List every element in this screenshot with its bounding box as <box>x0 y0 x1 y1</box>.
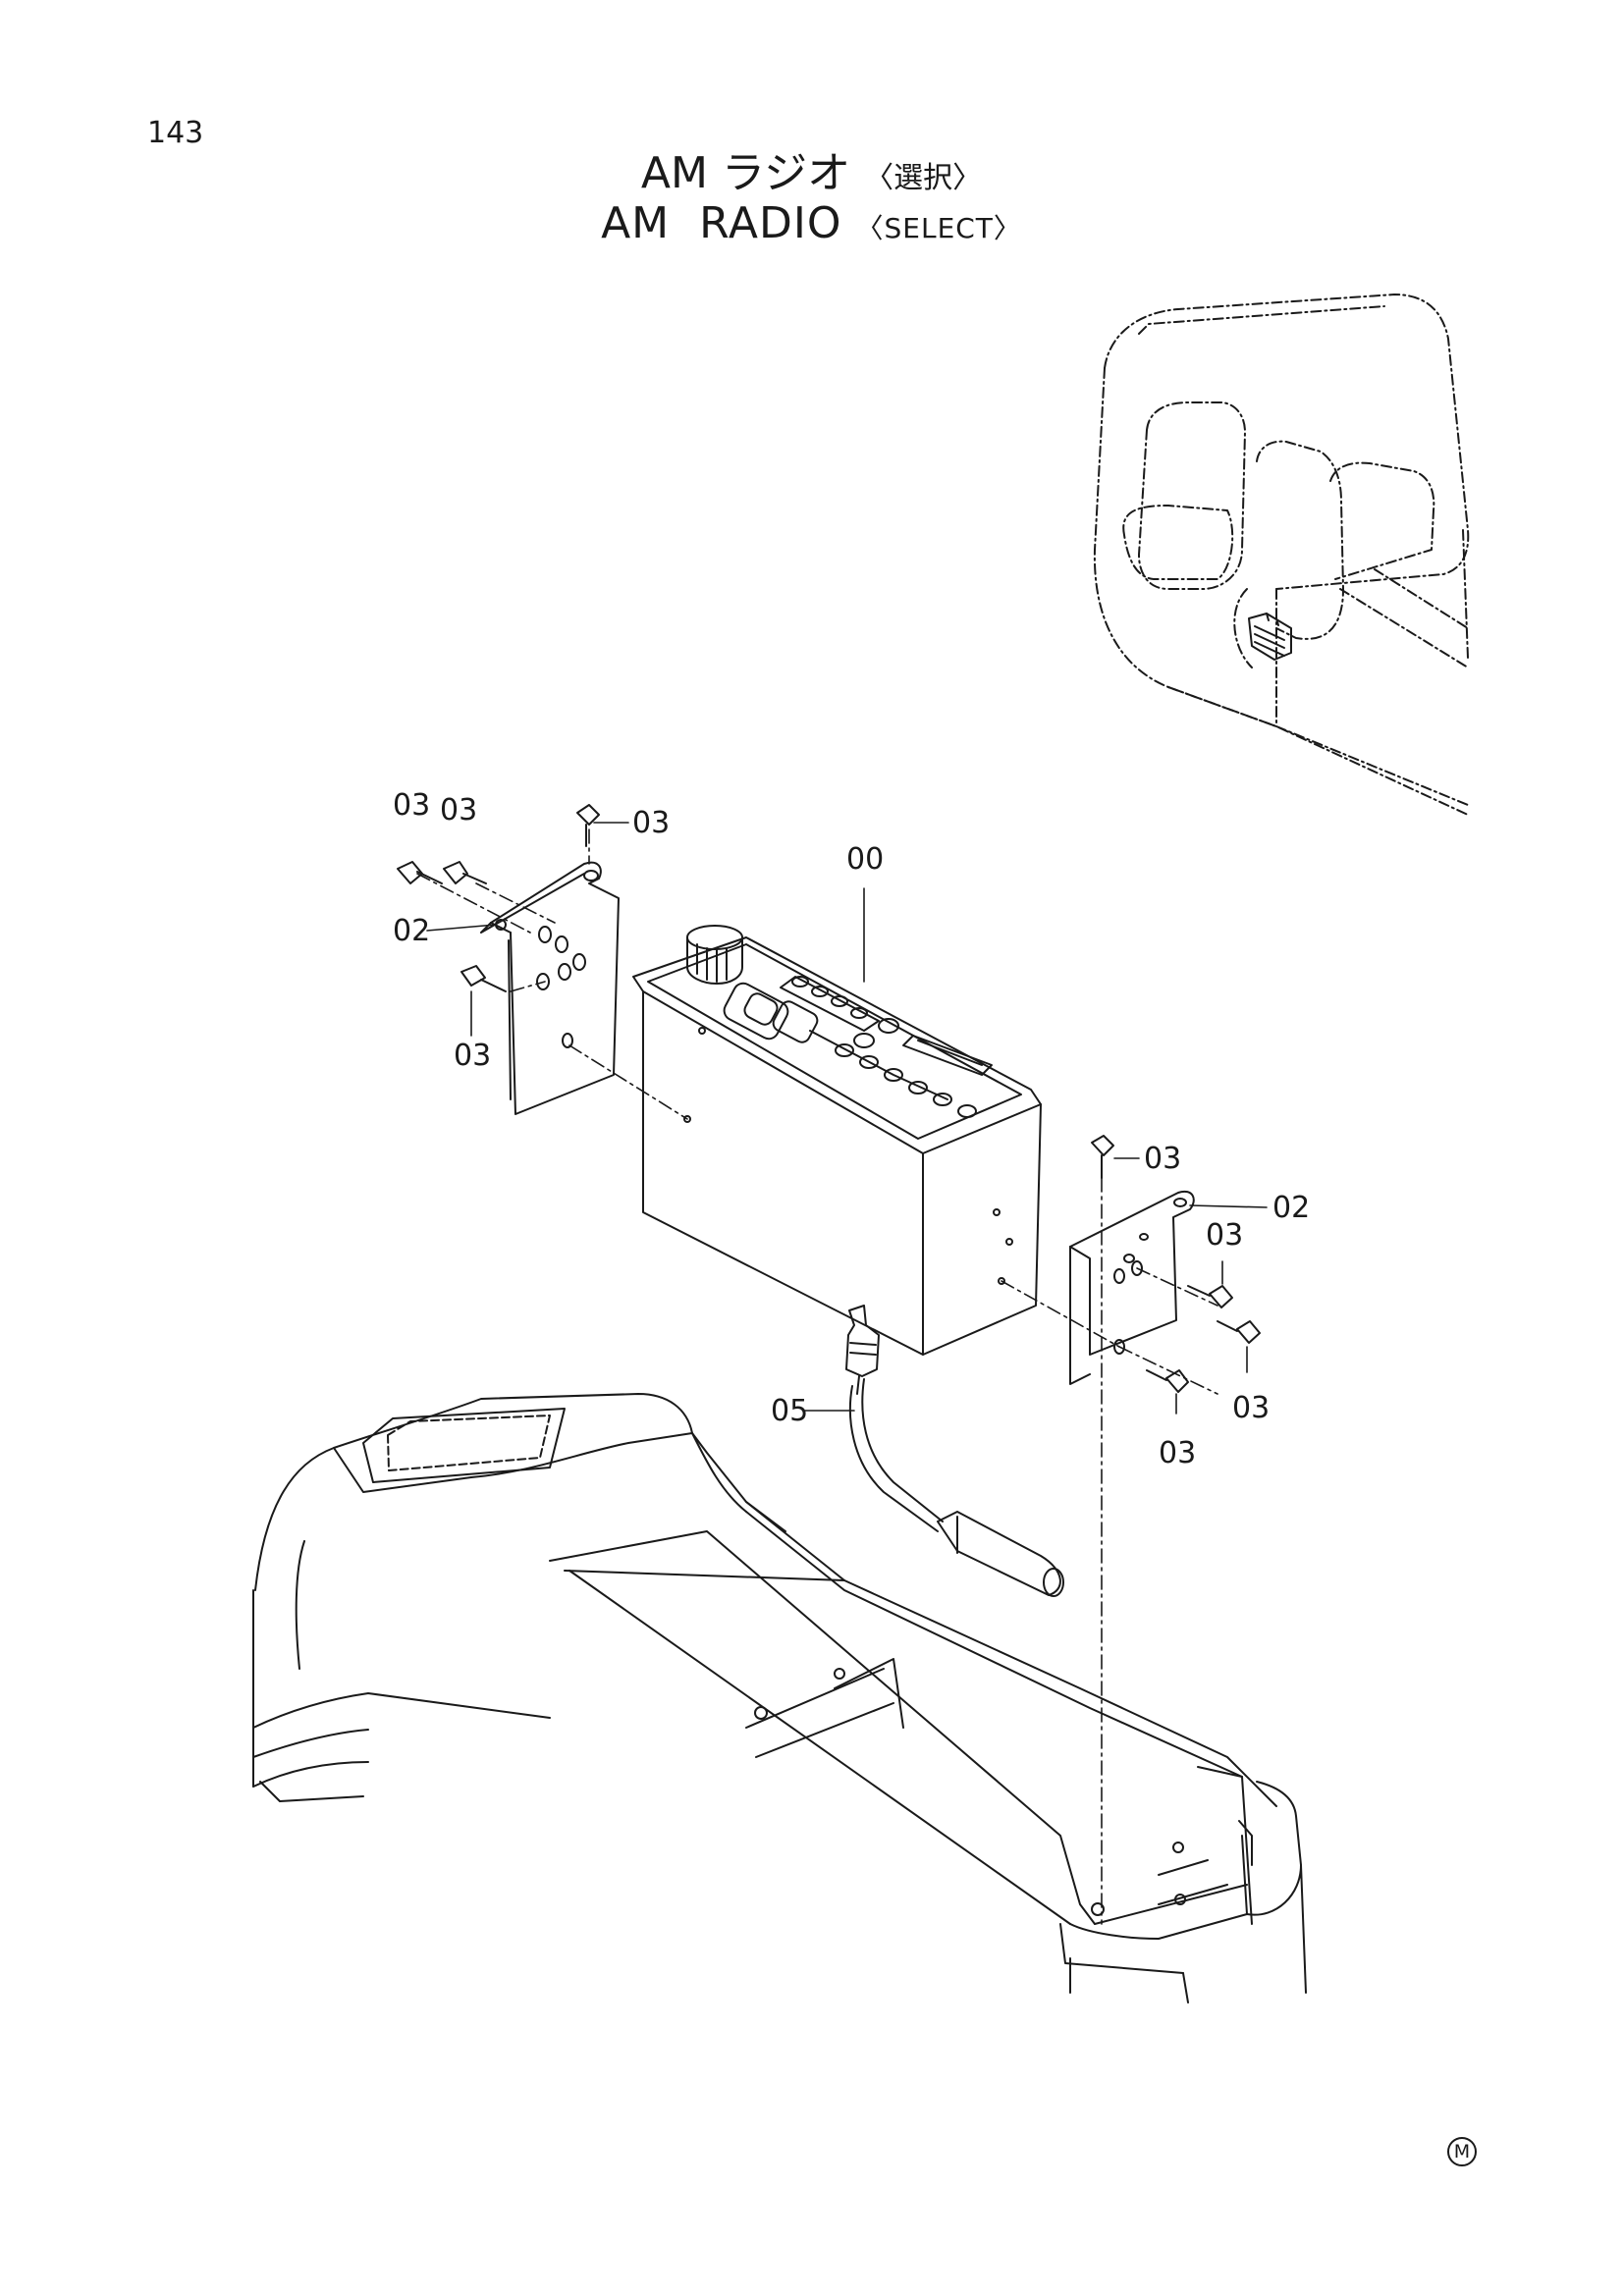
callout-03-d: 03 <box>454 1039 491 1073</box>
callout-03-e: 03 <box>1144 1142 1181 1176</box>
callout-00: 00 <box>846 842 884 877</box>
title-japanese: AM ラジオ〈選択〉 <box>0 137 1623 200</box>
title-english: AM RADIO 〈SELECT〉 <box>0 198 1623 248</box>
title-jp-main: AM ラジオ <box>640 148 851 198</box>
antenna-cable <box>845 1305 1064 1597</box>
callout-03-b: 03 <box>440 793 477 828</box>
callout-03-a: 03 <box>393 788 430 823</box>
console-base <box>252 1393 1307 2003</box>
right-bracket <box>1069 1190 1195 1385</box>
callout-03-h: 03 <box>1159 1436 1196 1470</box>
callout-03-c: 03 <box>632 806 670 840</box>
callout-03-f: 03 <box>1206 1218 1243 1253</box>
callout-05: 05 <box>771 1394 808 1428</box>
callout-02-right: 02 <box>1272 1191 1310 1225</box>
left-bracket <box>480 861 620 1115</box>
cab-radio-marker <box>1248 613 1292 661</box>
page-number: 143 <box>147 116 204 150</box>
callout-02-left: 02 <box>393 914 430 948</box>
title-en-main: AM RADIO <box>601 198 842 248</box>
registered-mark: M <box>1447 2137 1477 2166</box>
cab-location-view <box>1093 294 1470 816</box>
title-en-sub: 〈SELECT〉 <box>855 212 1022 244</box>
callout-labels: 00 03 03 03 02 03 03 02 03 03 03 05 <box>393 788 1310 1470</box>
assembly-lines <box>416 828 1218 1925</box>
leader-lines <box>426 822 1268 1415</box>
radio-unit <box>632 925 1042 1356</box>
callout-03-g: 03 <box>1232 1391 1270 1425</box>
title-jp-sub: 〈選択〉 <box>864 161 983 195</box>
